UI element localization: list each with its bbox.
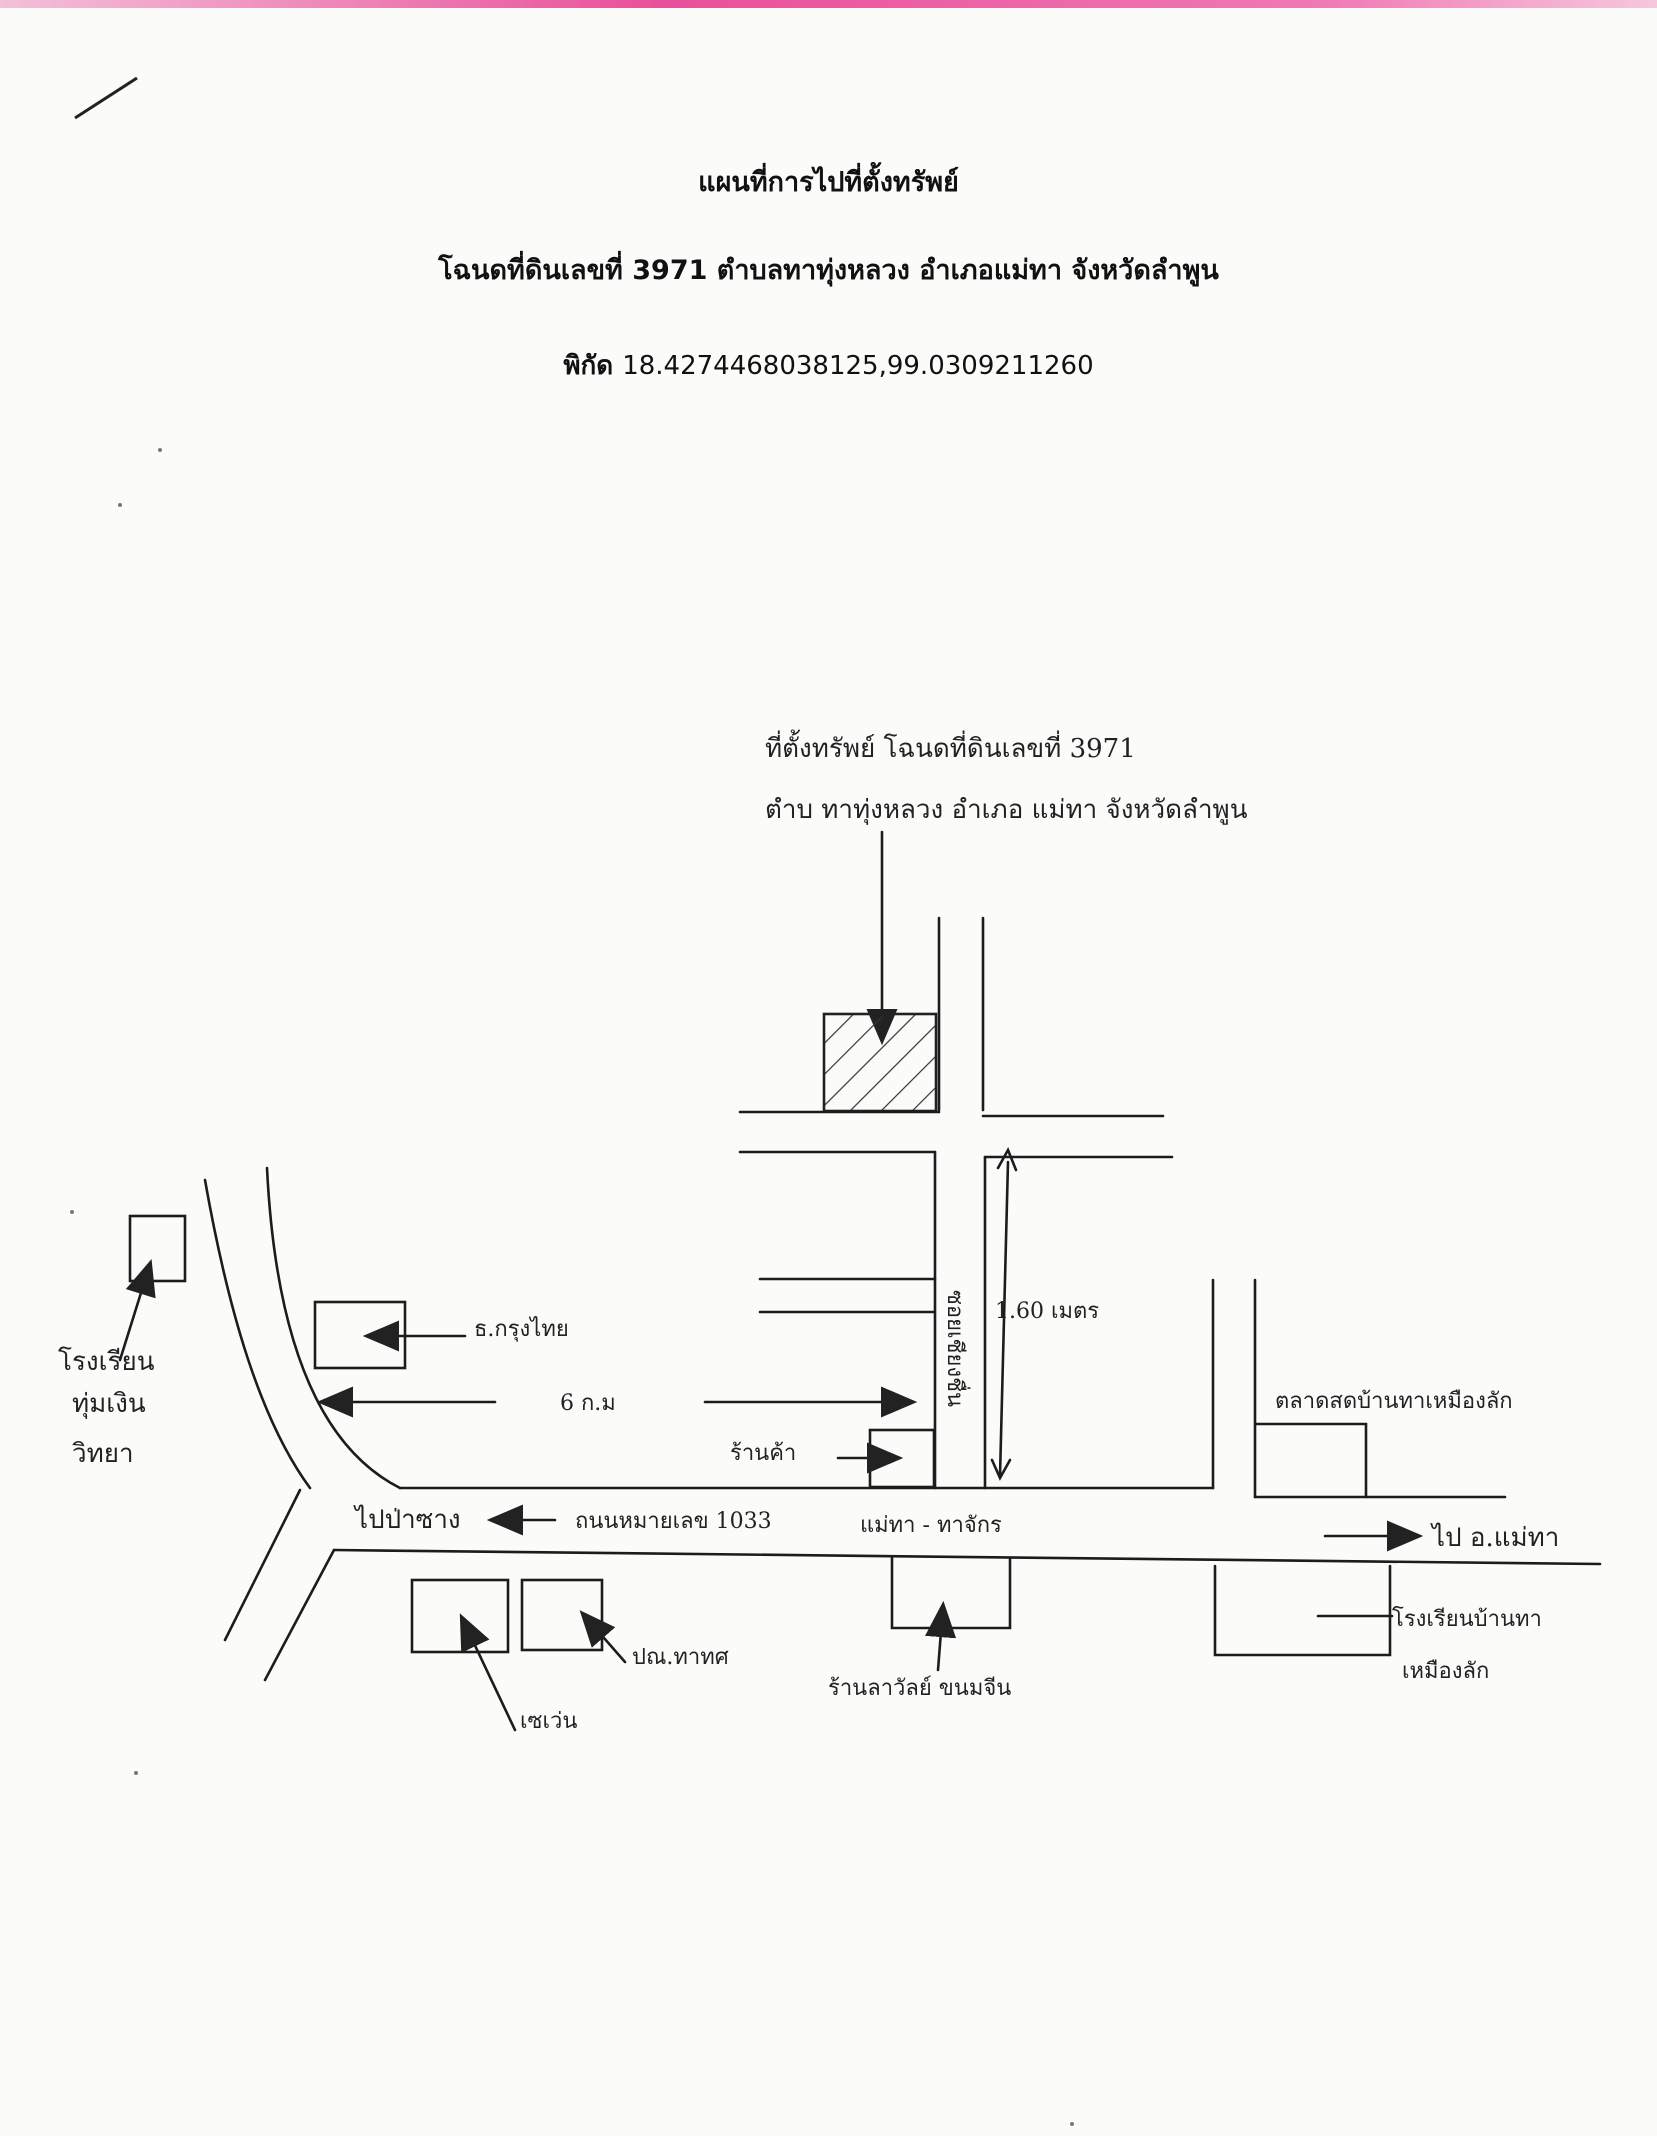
- school-left-arrow: [118, 1259, 156, 1362]
- to-maetha-label: ไป อ.แม่ทา: [1430, 1522, 1559, 1553]
- route-label: แม่ทา - ทาจักร: [860, 1513, 1002, 1538]
- stray-dot: [134, 1771, 138, 1775]
- noodle-shop-box: [890, 1556, 1012, 1630]
- highway-label: ถนนหมายเลข 1033: [575, 1509, 772, 1534]
- y-junction-lower: [263, 1548, 336, 1682]
- distance-arrow-line: [998, 1160, 1010, 1478]
- seven-eleven-arrow: [459, 1613, 517, 1732]
- noodle-shop-arrow: [925, 1600, 957, 1672]
- soi-distance-label: 1.60 เมตร: [995, 1299, 1099, 1324]
- to-pasang-label: ไปป่าซาง: [353, 1504, 461, 1535]
- coordinates-label: พิกัด: [563, 351, 614, 381]
- stray-dot: [70, 1210, 74, 1214]
- distance-left-label: 6 ก.ม: [560, 1391, 616, 1416]
- post-office-box: [520, 1578, 604, 1652]
- post-office-arrow: [579, 1610, 627, 1664]
- seven-eleven-box: [410, 1578, 510, 1654]
- school-right-label-2: เหมืองลัก: [1402, 1659, 1489, 1684]
- school-left-label-1: โรงเรียน: [58, 1346, 155, 1377]
- curve-road-inner: [265, 1166, 402, 1490]
- school-right-label-1: โรงเรียนบ้านทา: [1392, 1606, 1542, 1632]
- market-box: [1253, 1422, 1368, 1499]
- school-right-box: [1213, 1564, 1392, 1657]
- market-label: ตลาดสดบ้านทาเหมืองลัก: [1275, 1389, 1513, 1414]
- school-left-label-2: ทุ่มเงิน: [72, 1389, 146, 1419]
- bank-label: ธ.กรุงไทย: [474, 1316, 569, 1342]
- curve-road-outer: [203, 1178, 312, 1490]
- shop-label: ร้านค้า: [730, 1441, 796, 1466]
- post-office-label: ปณ.ทาทศ: [632, 1645, 729, 1670]
- stray-dot: [118, 503, 122, 507]
- seven-eleven-label: เซเว่น: [520, 1709, 577, 1734]
- soi-name-label: ซอยเชียงชื่น: [942, 1290, 971, 1407]
- school-left-box: [128, 1214, 187, 1283]
- stray-dot: [1070, 2122, 1074, 2126]
- highway-bottom-edge: [332, 1548, 1602, 1566]
- property-label-line1: ที่ตั้งทรัพย์ โฉนดที่ดินเลขที่ 3971: [765, 729, 1136, 764]
- noodle-shop-label: ร้านลาวัลย์ ขนมจีน: [828, 1676, 1011, 1701]
- distance-arrow-bottom: [990, 1458, 1012, 1481]
- property-label-line2: ตำบ ทาทุ่งหลวง อำเภอ แม่ทา จังหวัดลำพูน: [765, 795, 1248, 825]
- stray-dot: [158, 448, 162, 452]
- property-parcel: [822, 1012, 938, 1113]
- document-title: แผนที่การไปที่ตั้งทรัพย์: [698, 167, 959, 198]
- deed-subtitle: โฉนดที่ดินเลขที่ 3971 ตำบลทาทุ่งหลวง อำเ…: [438, 255, 1219, 286]
- distance-arrow-top: [996, 1146, 1018, 1172]
- pen-mark: [74, 76, 138, 120]
- page-top-edge: [0, 0, 1657, 8]
- coordinates-value: 18.4274468038125,99.0309211260: [622, 351, 1094, 381]
- y-junction-upper: [223, 1488, 302, 1642]
- school-left-label-3: วิทยา: [72, 1439, 134, 1469]
- coordinates-line: พิกัด 18.4274468038125,99.0309211260: [0, 345, 1657, 386]
